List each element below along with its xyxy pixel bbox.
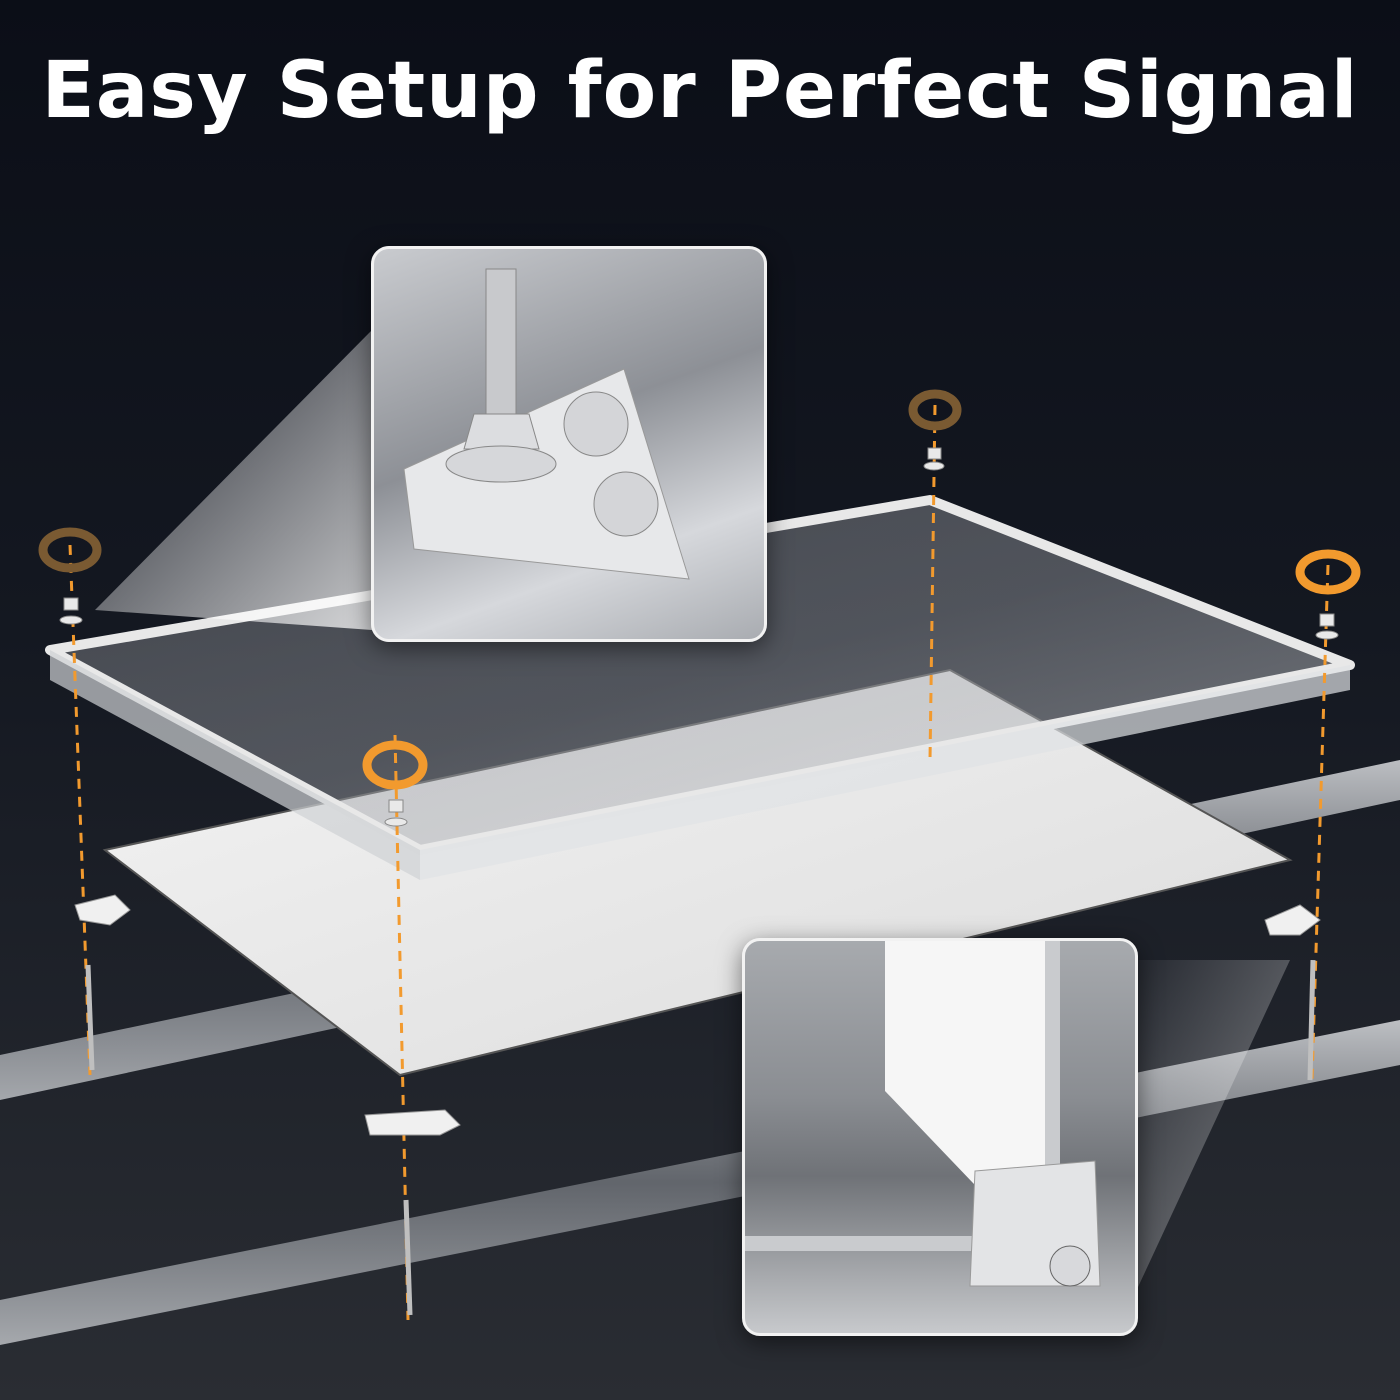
inset-bolt-closeup [371, 246, 767, 642]
rotation-arrow-icons [38, 389, 1361, 790]
page-headline: Easy Setup for Perfect Signal [41, 46, 1359, 136]
mounting-clips [74, 894, 1321, 1136]
corner-bracket-icon [745, 941, 1101, 1287]
bolts [85, 959, 1316, 1316]
inset-pointer-beam-2 [1132, 960, 1290, 1300]
acrylic-frame [45, 495, 1355, 880]
inset-corner-closeup [742, 938, 1138, 1336]
inset-pointer-beam [95, 330, 372, 630]
nuts-and-washers [59, 447, 1339, 827]
bolt-bracket-icon [403, 268, 690, 580]
